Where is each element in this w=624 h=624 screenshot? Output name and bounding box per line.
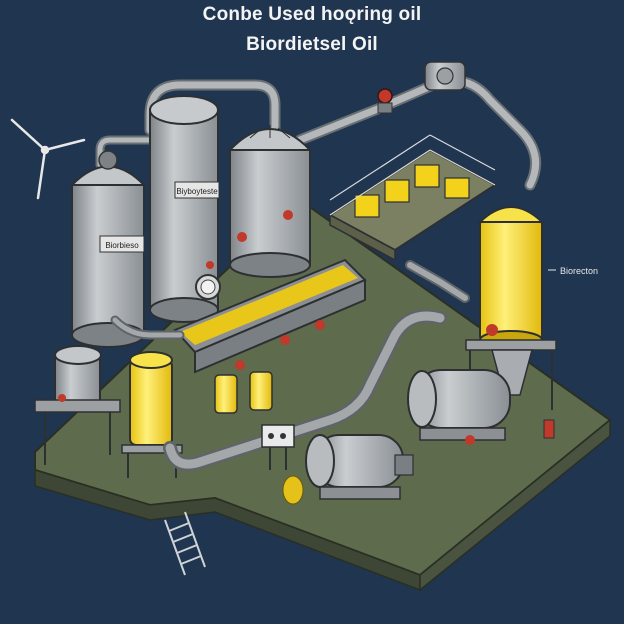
oil-jars <box>214 371 273 414</box>
oil-tank-front-left <box>121 351 183 478</box>
ladder <box>164 511 206 576</box>
oil-spill <box>282 475 304 505</box>
diagram-title: Conbe Used hoǫring oil <box>202 4 422 25</box>
valve-top <box>377 88 393 114</box>
hydrant-icon <box>543 419 555 439</box>
tank-center-tall <box>149 95 221 323</box>
pump-front-right <box>407 369 511 445</box>
tank-dome <box>227 125 313 278</box>
tank-left <box>69 150 147 348</box>
pump-front-large <box>305 434 414 500</box>
control-panel <box>261 424 295 470</box>
oil-tank-right <box>465 206 557 420</box>
ground-pipes <box>110 260 470 472</box>
tank-center-label: Biyboyteste <box>176 187 218 196</box>
wind-turbine-icon <box>10 118 86 200</box>
tank-left-label: Biorbieso <box>105 241 139 250</box>
tank-small-left <box>34 345 121 465</box>
conveyor-trough <box>173 258 367 374</box>
diagram-subtitle: Biordietsel Oil <box>246 34 378 55</box>
side-callout-label: Biorecton <box>560 266 598 276</box>
upper-platform <box>328 134 497 262</box>
pump-top-right <box>424 61 466 91</box>
